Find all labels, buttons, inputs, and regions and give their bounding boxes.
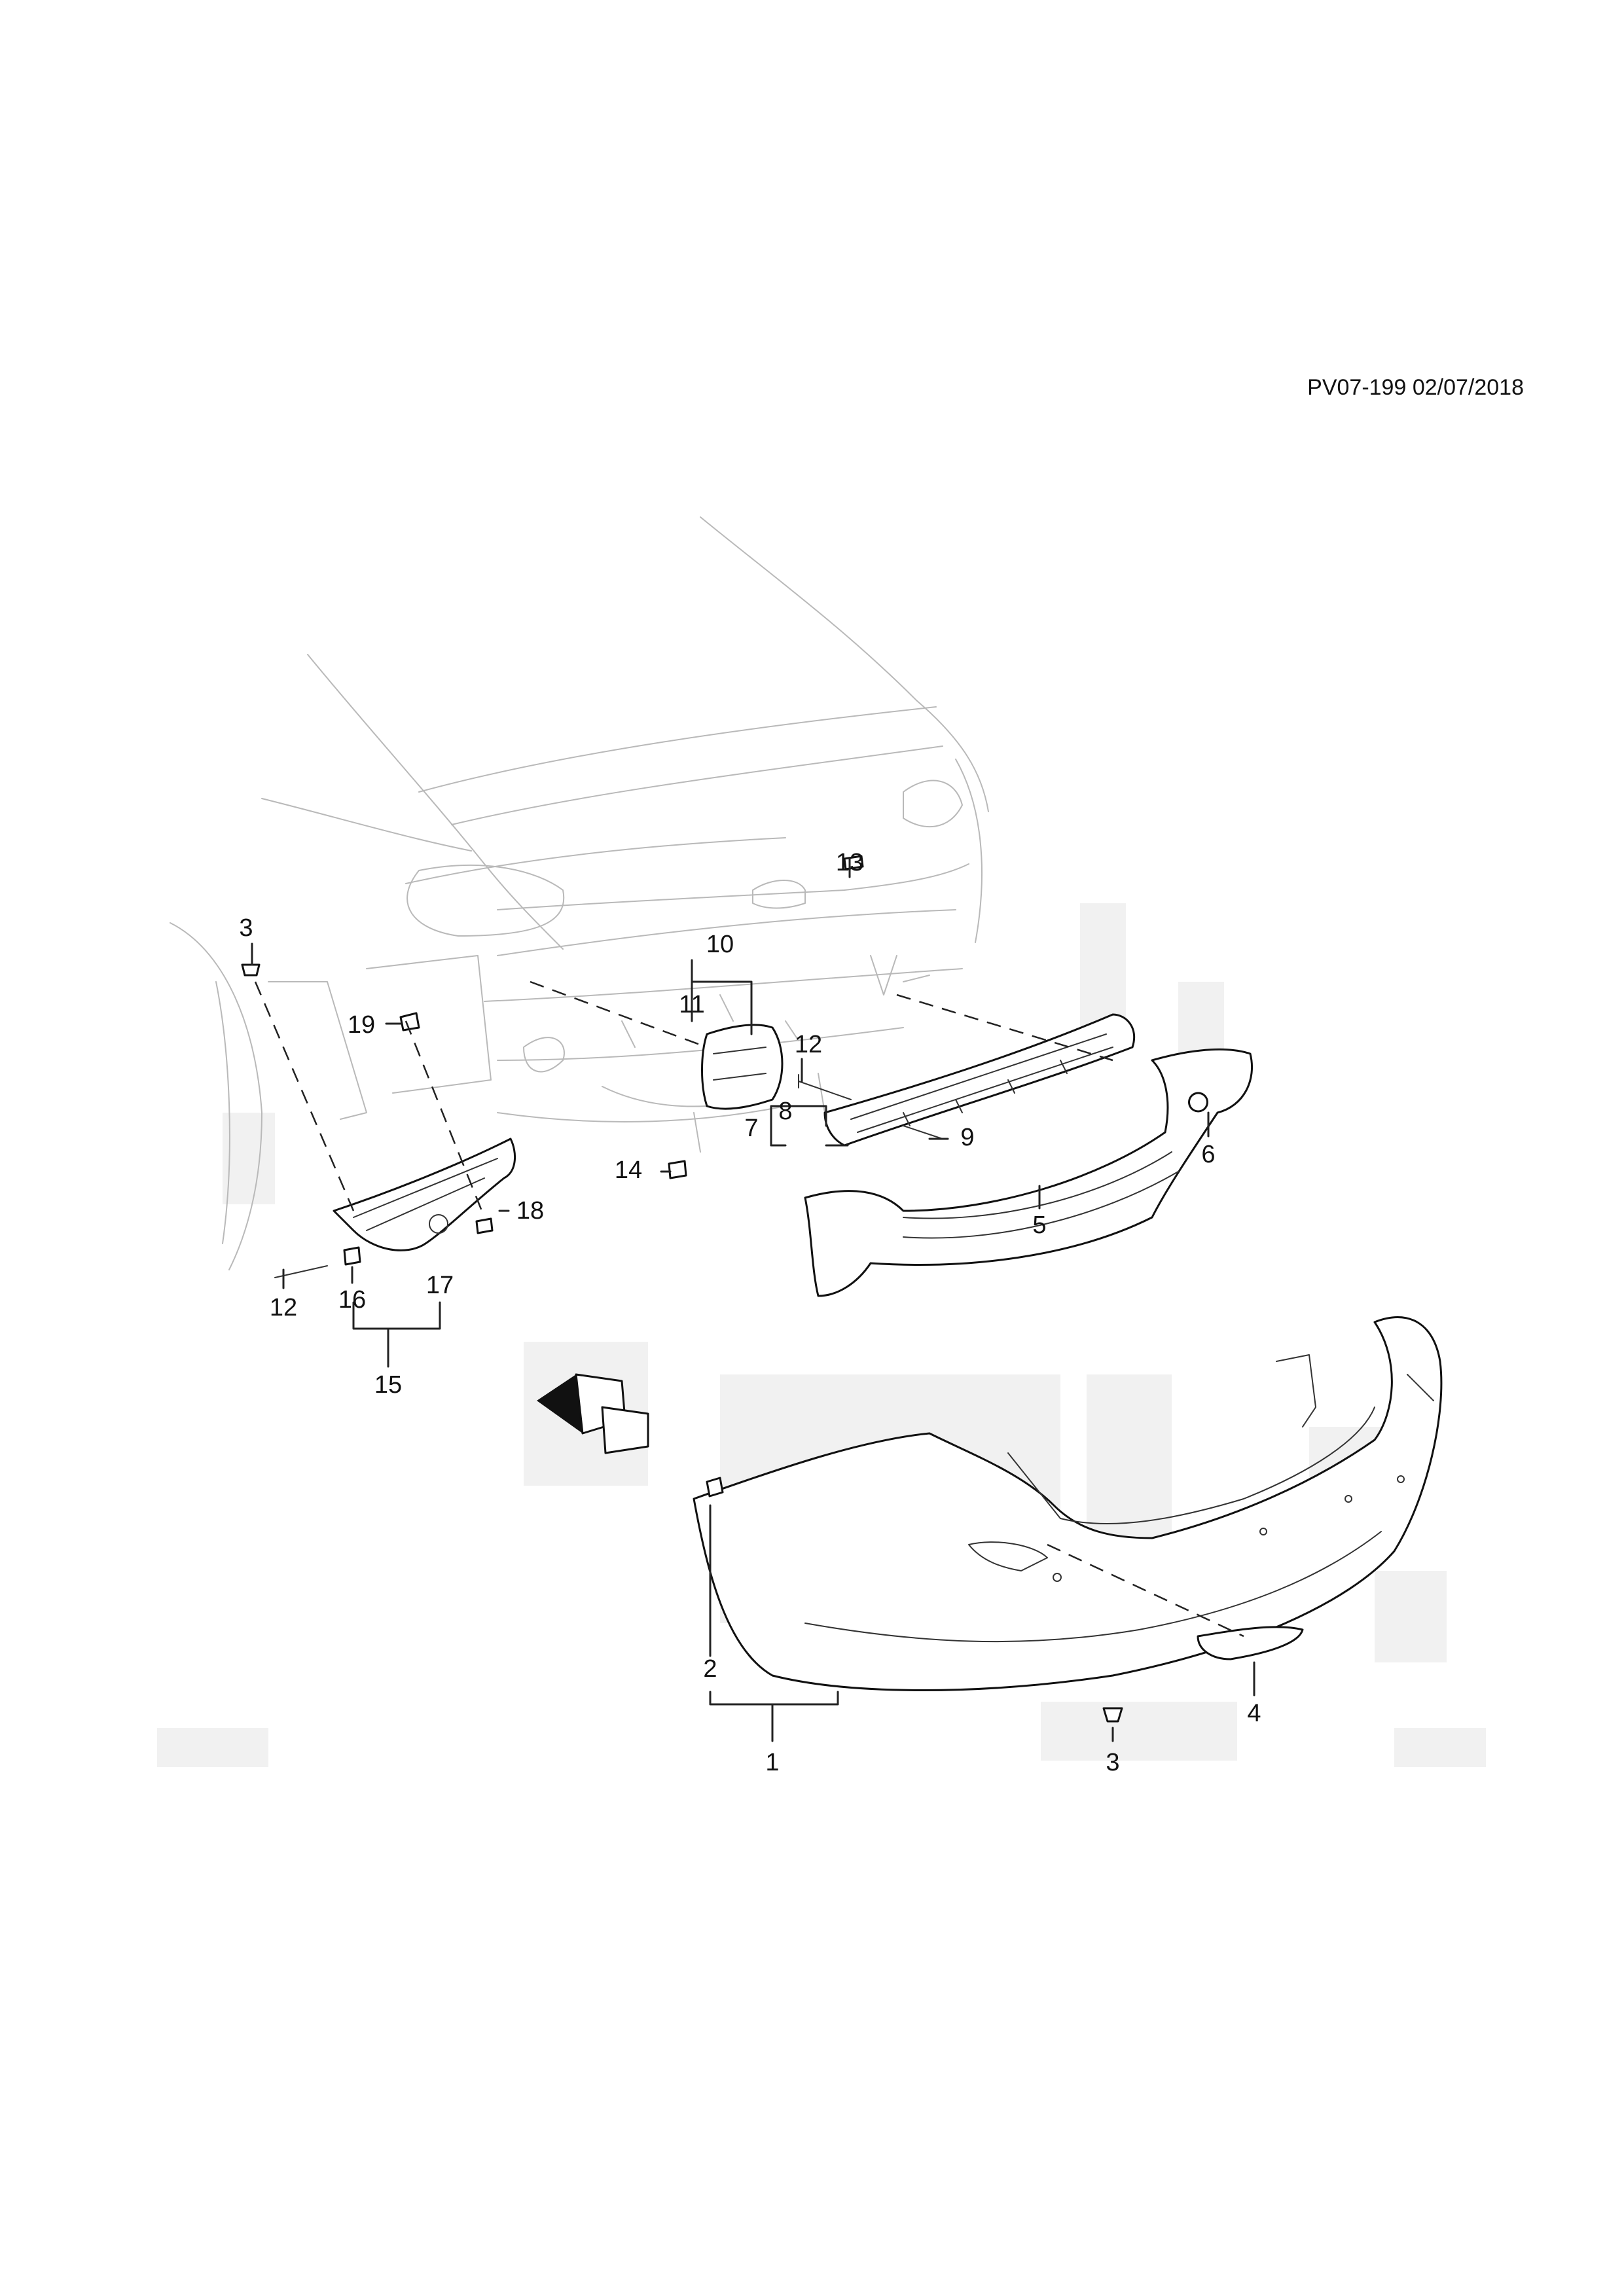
clip-14 xyxy=(668,1160,687,1179)
callout-8: 8 xyxy=(778,1098,792,1125)
callout-13: 13 xyxy=(836,849,863,876)
callout-1: 1 xyxy=(765,1749,779,1776)
callout-14: 14 xyxy=(615,1157,642,1184)
callout-2: 2 xyxy=(703,1655,717,1683)
callout-labels: 1 2 3 3 4 5 6 7 8 9 10 11 12 12 13 14 15… xyxy=(239,849,1261,1776)
upper-absorber-rail xyxy=(823,1013,1136,1147)
diagram-reference-code: PV07-199 02/07/2018 xyxy=(1307,375,1524,400)
car-body-outline xyxy=(170,516,989,1270)
impact-bar xyxy=(804,1048,1254,1297)
callout-12-left: 12 xyxy=(270,1294,297,1321)
callout-19: 19 xyxy=(348,1011,375,1039)
callout-17: 17 xyxy=(426,1272,454,1299)
bolt-12a xyxy=(798,1074,852,1100)
front-direction-arrow-icon xyxy=(524,1342,649,1486)
callout-12-center: 12 xyxy=(795,1031,822,1058)
callout-18: 18 xyxy=(516,1197,544,1225)
clip-18 xyxy=(475,1217,494,1234)
callout-4: 4 xyxy=(1247,1700,1261,1727)
reflector-part-4 xyxy=(1197,1626,1304,1660)
clip-19 xyxy=(399,1012,420,1031)
callout-3-top: 3 xyxy=(239,914,253,942)
clip-3b xyxy=(1102,1707,1123,1723)
nut-16 xyxy=(343,1246,361,1266)
alignment-lines xyxy=(254,980,1244,1638)
side-guide-bracket xyxy=(333,1138,516,1251)
callout-15: 15 xyxy=(374,1371,402,1399)
leader-lines xyxy=(251,857,1255,1742)
rear-bumper-fascia xyxy=(693,1316,1443,1691)
center-bracket xyxy=(701,1024,784,1110)
callout-3-bottom: 3 xyxy=(1106,1749,1119,1776)
fasteners xyxy=(241,855,1208,1723)
nut-6 xyxy=(1188,1092,1208,1113)
clip-3a xyxy=(241,963,261,977)
callout-5: 5 xyxy=(1032,1211,1046,1239)
callout-10: 10 xyxy=(706,931,734,958)
callout-6: 6 xyxy=(1201,1141,1215,1168)
callout-11: 11 xyxy=(679,991,704,1018)
bolt-9 xyxy=(903,1125,943,1139)
callout-9: 9 xyxy=(960,1124,974,1151)
callout-16: 16 xyxy=(338,1286,366,1314)
callout-7: 7 xyxy=(744,1115,758,1142)
clip-2 xyxy=(706,1477,724,1498)
